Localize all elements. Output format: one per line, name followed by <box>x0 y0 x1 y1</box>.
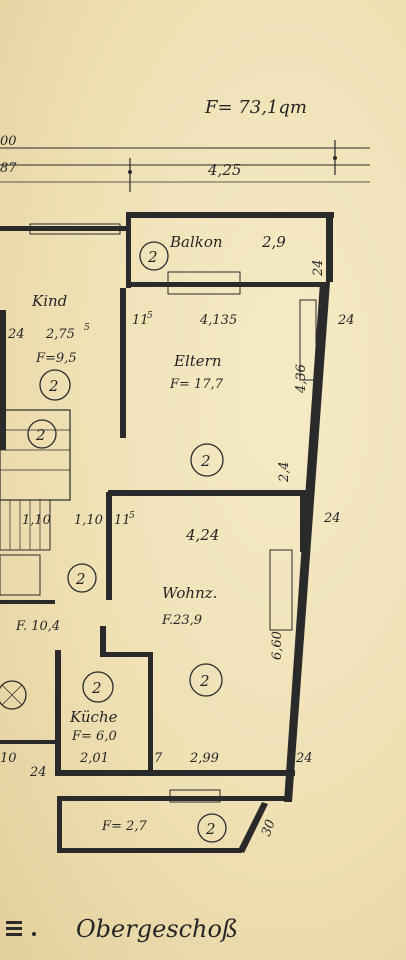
kind-dim-sup: 5 <box>84 323 90 333</box>
top-dimension-lines <box>0 140 370 192</box>
eltern-wall-bottom: 2,4 <box>277 461 292 483</box>
corridor-number-a: 2 <box>75 570 86 588</box>
bottom-left-dim: 10 <box>0 751 17 766</box>
side-number: 2 <box>35 426 46 444</box>
balcony-top-number: 2 <box>147 248 158 266</box>
window-symbols <box>29 223 317 803</box>
eltern-wall-left: 11 <box>132 313 149 328</box>
wohnz-room-name: Wohnz. <box>162 584 217 602</box>
balcony-bottom-wall: 30 <box>259 818 279 839</box>
balcony-top-name: Balkon <box>169 233 223 251</box>
left-edge-fragments <box>0 409 71 744</box>
eltern-wall-left-sup: 5 <box>147 311 153 321</box>
kueche-room-name: Küche <box>69 708 118 726</box>
kind-area: F=9,5 <box>35 351 77 366</box>
eltern-room-name: Eltern <box>173 352 221 370</box>
kind-room-name: Kind <box>31 292 67 310</box>
total-area-label: F= 73,1qm <box>204 97 307 118</box>
kind-wall: 24 <box>7 327 25 342</box>
corridor-dim-b: 1,10 <box>74 513 103 528</box>
wohnz-area: F.23,9 <box>161 613 202 628</box>
eltern-wall-right: 24 <box>337 313 355 328</box>
eltern-number: 2 <box>200 452 211 470</box>
corridor-dim-c: 11 <box>114 513 131 528</box>
kueche-width: 2,01 <box>79 751 109 766</box>
eltern-width: 4,135 <box>199 313 237 328</box>
balcony-top-area: 2,9 <box>261 233 286 251</box>
kind-number: 2 <box>48 377 59 395</box>
corridor-dim-c-sup: 5 <box>129 511 135 521</box>
kind-dim: 2,75 <box>45 327 75 342</box>
kueche-area: F= 6,0 <box>71 729 117 744</box>
kueche-wall: 7 <box>154 751 163 766</box>
wohnz-width: 4,24 <box>185 526 219 544</box>
top-dim-left-b: 87 <box>0 161 17 176</box>
floor-title-marker <box>6 921 36 936</box>
wohnz-number: 2 <box>199 672 210 690</box>
corridor-dim-a: 1,10 <box>22 513 51 528</box>
corridor-area: F. 10,4 <box>15 619 60 634</box>
floor-title: Obergeschoß <box>76 915 238 943</box>
top-dim-width: 4,25 <box>207 161 241 179</box>
bottom-wall-left: 24 <box>29 765 47 780</box>
outer-walls <box>0 212 334 853</box>
kueche-number: 2 <box>91 679 102 697</box>
top-dim-left-a: 00 <box>0 134 17 149</box>
balcony-bottom-area: F= 2,7 <box>101 819 147 834</box>
wohnz-wall-right: 24 <box>323 511 341 526</box>
balcony-top-wall: 24 <box>311 259 326 277</box>
wohnz-height: 6,60 <box>270 631 285 660</box>
room-number-circles <box>27 241 227 843</box>
bottom-wall-right: 24 <box>295 751 313 766</box>
balcony-bottom-number: 2 <box>205 820 216 838</box>
eltern-area: F= 17,7 <box>169 377 224 392</box>
eltern-height: 4,36 <box>294 364 309 394</box>
bottom-width: 2,99 <box>189 751 219 766</box>
